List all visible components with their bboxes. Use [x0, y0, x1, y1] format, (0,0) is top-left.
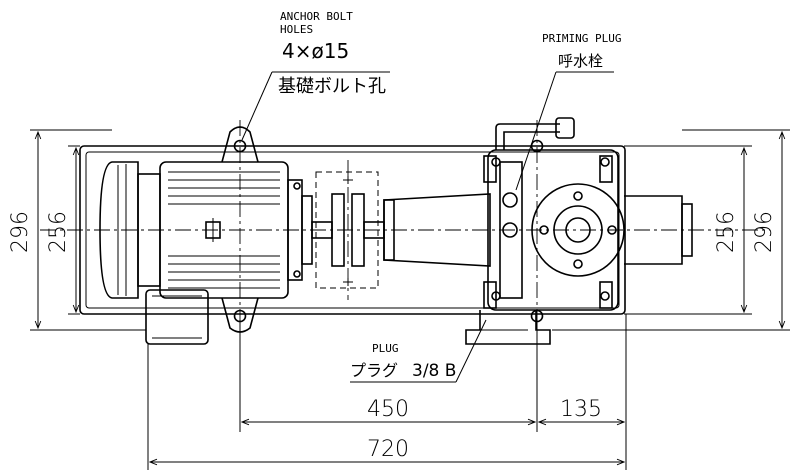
anchor-bolt-callout: ANCHOR BOLT HOLES 4×ø15 基礎ボルト孔	[241, 10, 390, 141]
anchor-label-en-2: HOLES	[280, 23, 313, 36]
dim-right-inner: 256	[714, 211, 739, 253]
plug-callout: PLUG プラグ 3/8 B	[350, 319, 487, 383]
bearing-housing	[383, 193, 491, 267]
priming-label-en: PRIMING PLUG	[542, 32, 621, 45]
plug-label-en: PLUG	[372, 342, 399, 355]
priming-label-jp: 呼水栓	[558, 52, 603, 70]
dim-bottom-135: 135	[560, 397, 602, 422]
vertical-dimensions	[30, 129, 790, 331]
pump-casing	[465, 117, 693, 345]
dim-left-outer: 296	[8, 211, 33, 253]
anchor-label-en-1: ANCHOR BOLT	[280, 10, 353, 23]
plug-label-jp: プラグ	[350, 361, 398, 380]
dim-bottom-720: 720	[367, 437, 409, 462]
dim-left-inner: 256	[46, 211, 71, 253]
dim-right-outer: 296	[752, 211, 777, 253]
motor	[99, 126, 313, 345]
coupling	[311, 171, 385, 289]
plug-label-size: 3/8 B	[412, 361, 456, 381]
center-lines	[40, 120, 770, 340]
dim-bottom-450: 450	[367, 397, 409, 422]
anchor-label-jp: 基礎ボルト孔	[278, 76, 386, 97]
priming-plug-callout: PRIMING PLUG 呼水栓	[515, 32, 621, 191]
horizontal-dimensions	[147, 314, 627, 470]
anchor-label-spec: 4×ø15	[282, 39, 349, 63]
